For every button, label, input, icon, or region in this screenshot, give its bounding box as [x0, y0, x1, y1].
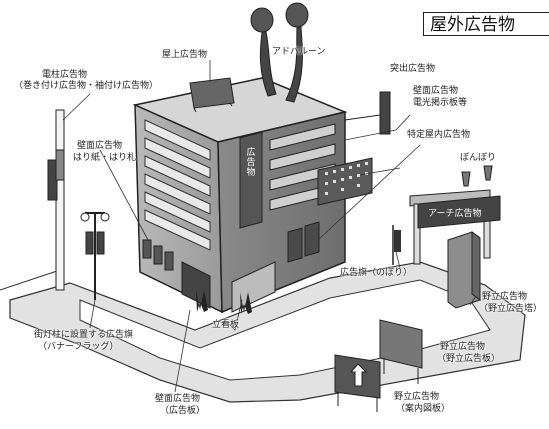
- rooftop-sign: [189, 77, 235, 109]
- label-rooftop: 屋上広告物: [162, 50, 208, 60]
- label-flag: 広告旗（のぼり）: [340, 268, 413, 278]
- street-light: [80, 212, 110, 300]
- label-wall-paper-1: 壁面広告物: [77, 141, 123, 151]
- label-indoor: 特定屋内広告物: [407, 130, 471, 140]
- arch-sign: [409, 165, 501, 265]
- label-board-2: （野立広告板）: [437, 354, 501, 364]
- side-windows: [269, 123, 336, 211]
- building-vertical-sign: [239, 131, 263, 229]
- label-tower-1: 野立広告物: [482, 292, 528, 302]
- label-wallboard-2: （広告板）: [160, 406, 206, 416]
- utility-pole: [47, 109, 65, 291]
- label-pole-1: 電柱広告物: [42, 70, 88, 80]
- electronic-board: [317, 157, 373, 206]
- label-wall-sign-1: 壁面広告物: [413, 86, 459, 96]
- label-banner-2: （バナーフラッグ）: [38, 342, 119, 352]
- front-windows: [144, 119, 211, 251]
- label-wall-sign-2: 電光掲示板等: [413, 98, 468, 108]
- label-balloon: アドバルーン: [272, 47, 326, 57]
- protruding-sign: [379, 91, 391, 135]
- label-tower-2: （野立広告塔）: [479, 304, 543, 314]
- ad-balloon: [250, 2, 309, 103]
- label-banner-1: 街灯柱に設置する広告旗: [34, 330, 134, 340]
- wall-posters: [142, 239, 174, 271]
- roadside-board: [379, 319, 423, 369]
- nobori-flag: [392, 225, 401, 265]
- standing-signs: [196, 290, 252, 314]
- page-title: 屋外広告物: [423, 12, 549, 36]
- label-wallboard-1: 壁面広告物: [155, 394, 201, 404]
- label-pole-2: （巻き付け広告物・袖付け広告物）: [14, 81, 159, 91]
- indoor-ad: [287, 221, 320, 263]
- label-arch: アーチ広告物: [428, 209, 482, 219]
- guide-board: [334, 354, 381, 412]
- label-lantern: ぼんぼり: [460, 153, 497, 163]
- label-guide-2: （案内図板）: [396, 404, 451, 414]
- label-protruding: 突出広告物: [390, 64, 436, 74]
- wall-board: [231, 261, 276, 313]
- label-wall-paper-2: はり紙・はり札: [73, 153, 137, 163]
- label-standing: 立看板: [212, 320, 240, 330]
- label-guide-1: 野立広告物: [394, 392, 440, 402]
- label-board-1: 野立広告物: [440, 342, 486, 352]
- label-building-sign: 広告物: [246, 148, 256, 178]
